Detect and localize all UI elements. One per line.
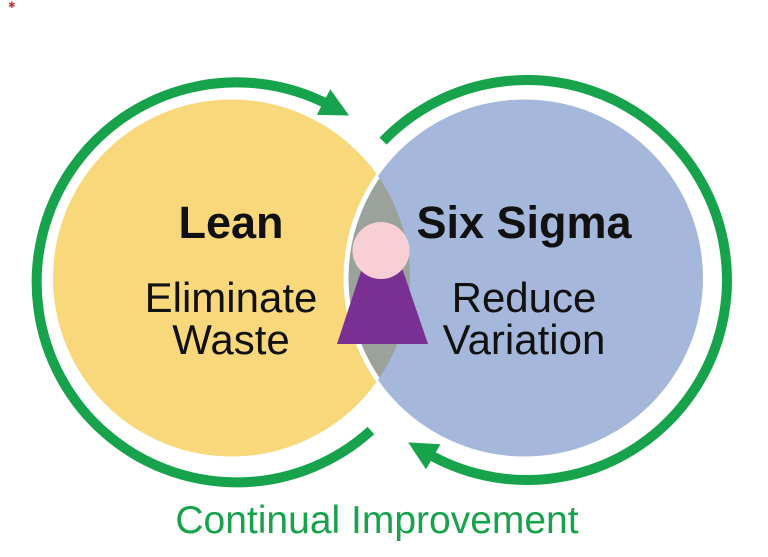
overlap-lens <box>343 99 410 457</box>
red-speck-artifact: ✱ <box>8 1 16 11</box>
person-head <box>352 222 410 279</box>
six-sigma-title: Six Sigma <box>416 197 632 248</box>
six-sigma-loop-arc <box>379 75 732 485</box>
lean-loop-arc <box>31 77 375 488</box>
person-body <box>337 268 428 344</box>
six-sigma-subtitle-line1: Reduce <box>452 274 597 321</box>
lean-subtitle-line1: Eliminate <box>145 274 318 321</box>
lean-circle <box>53 99 410 457</box>
six-sigma-subtitle-line2: Variation <box>443 316 606 363</box>
lean-title: Lean <box>178 197 283 248</box>
six-sigma-circle <box>346 99 703 457</box>
lean-subtitle-line2: Waste <box>172 316 289 363</box>
continual-improvement-label: Continual Improvement <box>175 499 578 542</box>
person-icon <box>337 222 428 344</box>
